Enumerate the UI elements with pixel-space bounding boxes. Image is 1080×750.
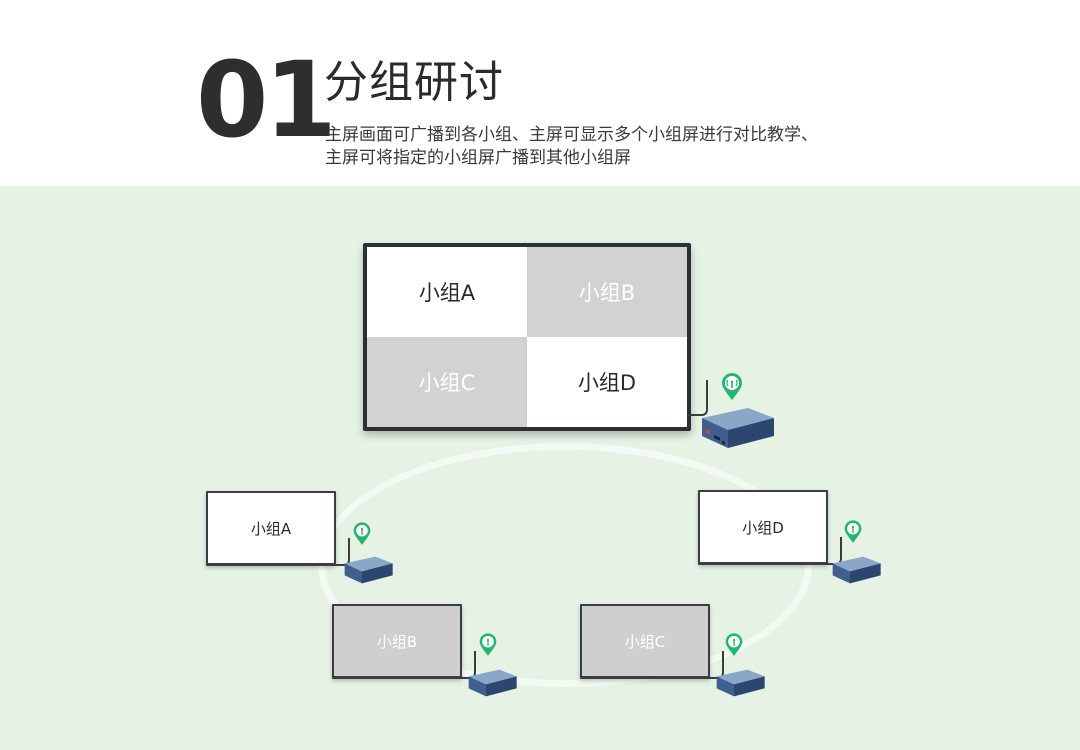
group-display-b: 小组B xyxy=(332,604,462,679)
wireless-pin-icon xyxy=(844,520,862,543)
group-display-a-label: 小组A xyxy=(208,493,334,563)
group-display-c-label: 小组C xyxy=(582,606,708,676)
main-cell-d: 小组D xyxy=(527,337,687,427)
receiver-box-icon xyxy=(716,669,765,697)
wireless-pin-icon xyxy=(479,633,497,656)
receiver-box-icon xyxy=(468,669,517,697)
group-display-b-label: 小组B xyxy=(334,606,460,676)
main-cell-c: 小组C xyxy=(367,337,527,427)
group-c-cable xyxy=(708,651,724,679)
section-description: 主屏画面可广播到各小组、主屏可显示多个小组屏进行对比教学、 主屏可将指定的小组屏… xyxy=(325,124,945,170)
main-cable xyxy=(688,380,708,416)
description-line-1: 主屏画面可广播到各小组、主屏可显示多个小组屏进行对比教学、 xyxy=(325,125,818,145)
group-display-d-label: 小组D xyxy=(700,492,826,562)
main-cell-b: 小组B xyxy=(527,247,687,337)
main-display: 小组A 小组B 小组C 小组D xyxy=(363,243,691,431)
receiver-box-icon xyxy=(702,408,774,448)
wireless-pin-icon xyxy=(725,633,743,656)
receiver-box-icon xyxy=(344,556,393,584)
group-display-d: 小组D xyxy=(698,490,828,565)
description-line-2: 主屏可将指定的小组屏广播到其他小组屏 xyxy=(325,148,631,168)
section-title: 分组研讨 xyxy=(324,57,504,108)
main-cell-a: 小组A xyxy=(367,247,527,337)
wireless-pin-icon xyxy=(722,373,742,400)
group-a-cable xyxy=(334,538,350,566)
group-display-a: 小组A xyxy=(206,491,336,566)
section-number: 01 xyxy=(196,39,337,161)
header: 01 分组研讨 主屏画面可广播到各小组、主屏可显示多个小组屏进行对比教学、 主屏… xyxy=(0,0,1080,186)
receiver-box-icon xyxy=(832,556,881,584)
wireless-pin-icon xyxy=(353,522,371,545)
group-b-cable xyxy=(460,651,476,679)
group-display-c: 小组C xyxy=(580,604,710,679)
